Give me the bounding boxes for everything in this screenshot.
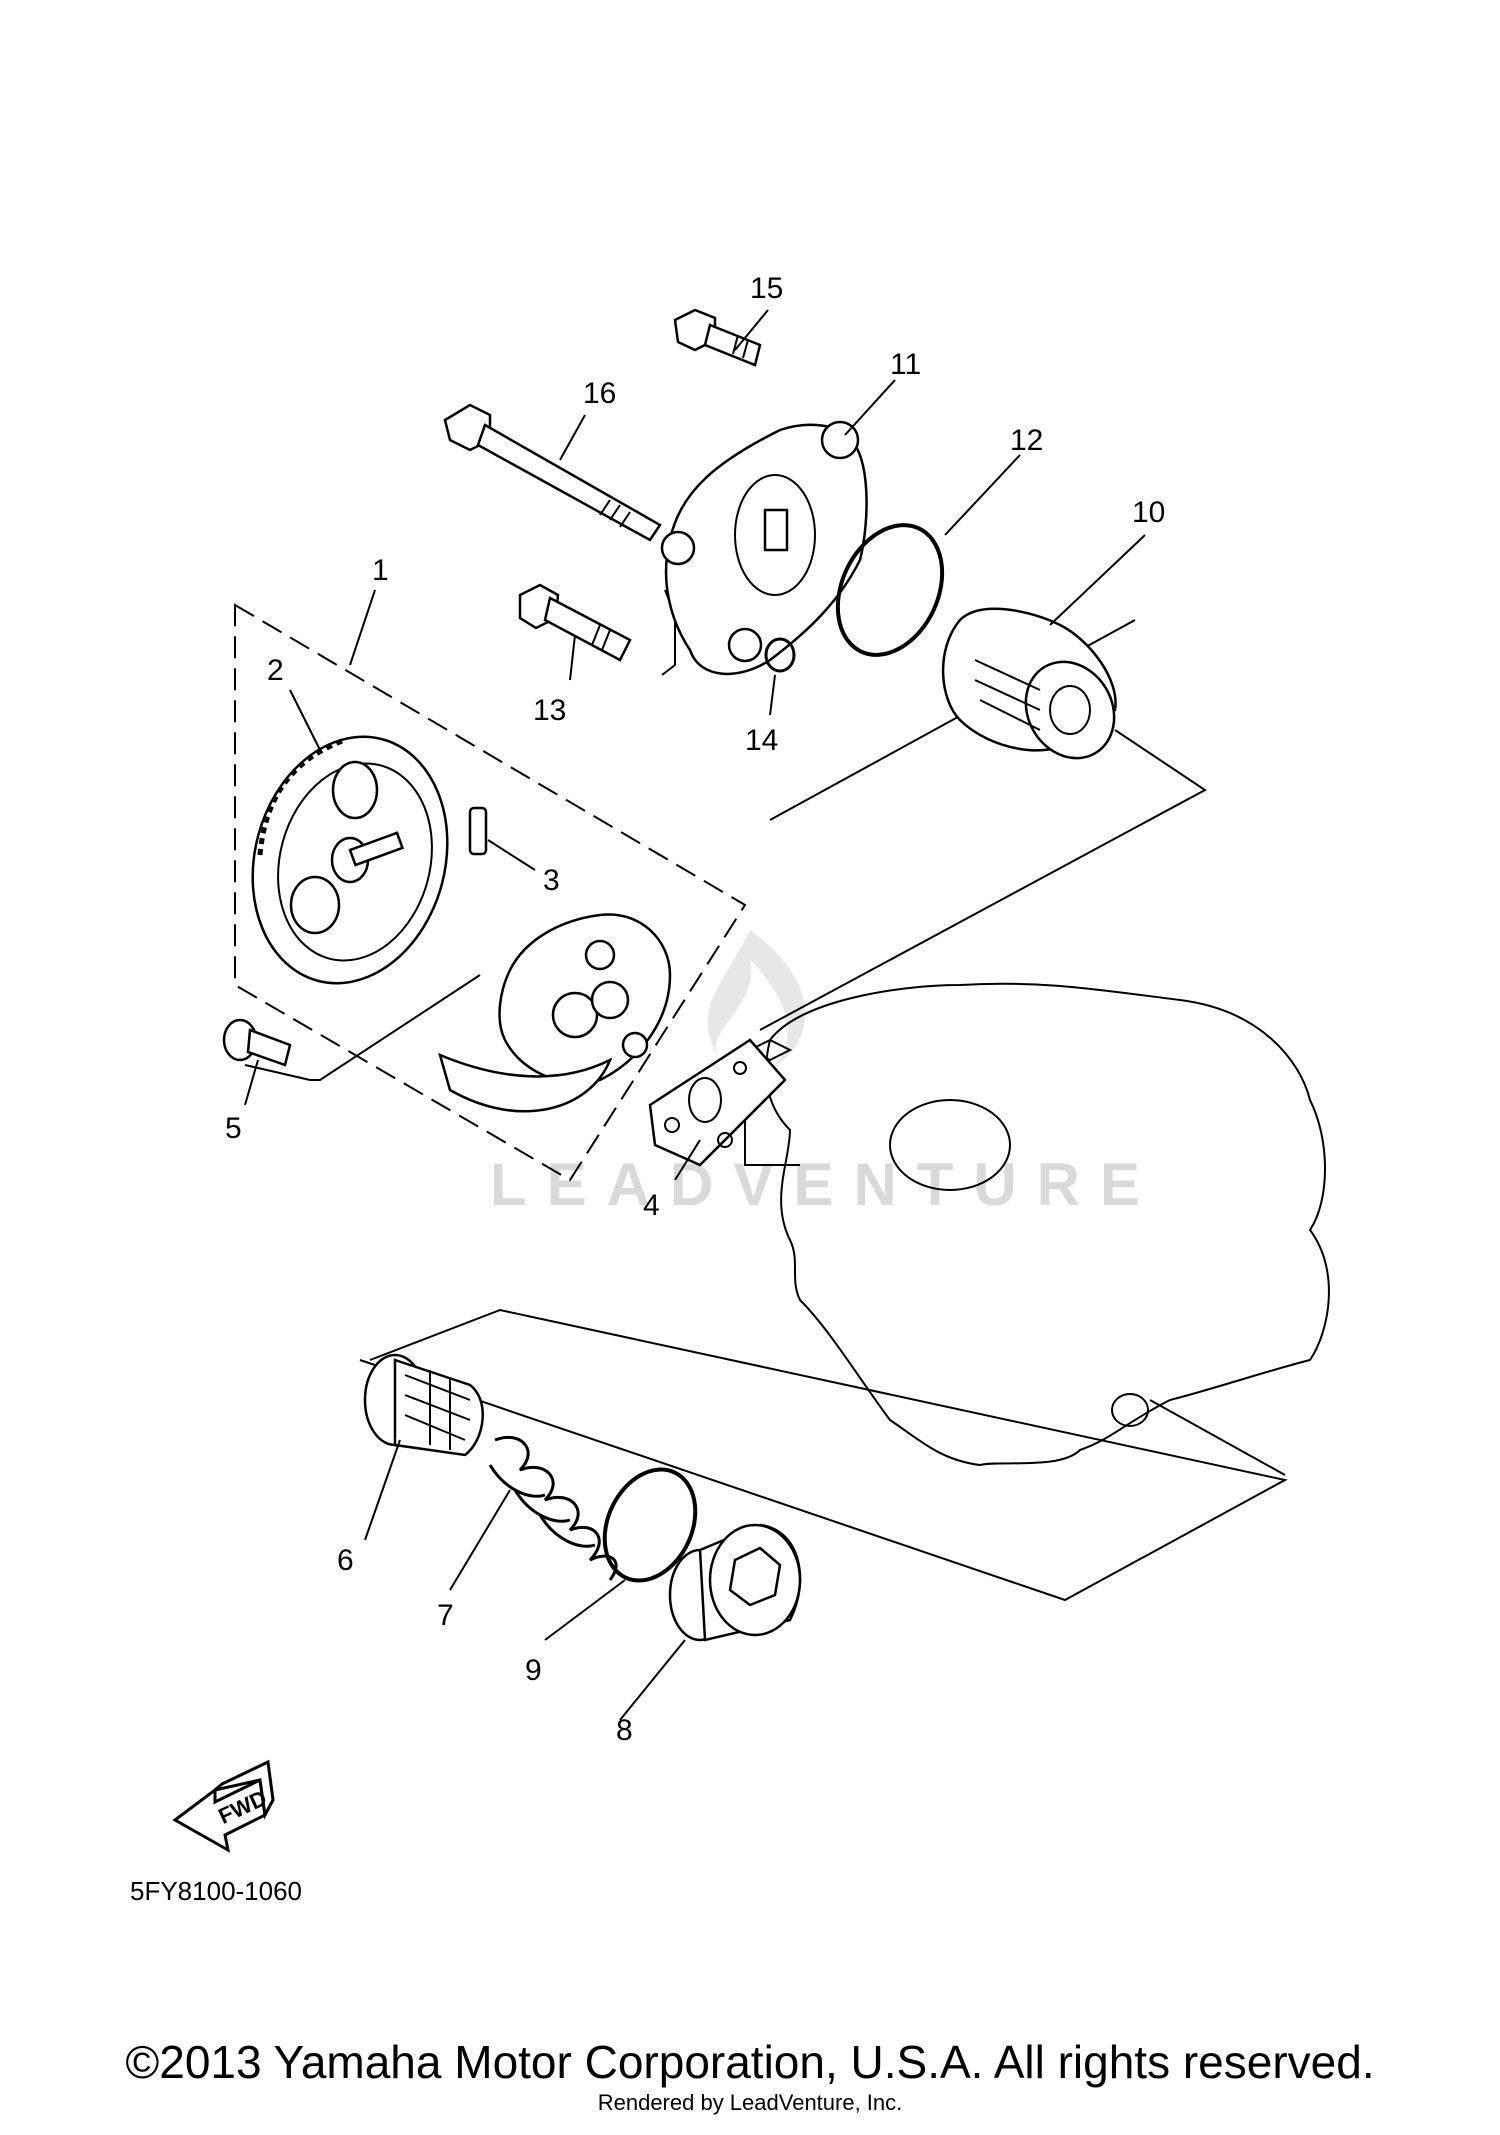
fwd-arrow-icon: FWD	[172, 1759, 275, 1853]
part-5-screw	[222, 1018, 292, 1067]
callout-9: 9	[525, 1654, 542, 1687]
part-8-drain-plug	[668, 1523, 802, 1642]
part-13-bolt	[518, 583, 632, 662]
part-3-pin	[468, 806, 488, 856]
callout-4: 4	[643, 1189, 660, 1222]
callout-12: 12	[1010, 424, 1043, 457]
part-9-o-ring	[602, 1467, 698, 1583]
callout-3: 3	[543, 864, 560, 897]
callout-6: 6	[337, 1544, 354, 1577]
assembly-1-boundary	[234, 603, 747, 1182]
part-4-gasket	[648, 1038, 787, 1167]
callout-2: 2	[267, 654, 284, 687]
part-7-spring	[488, 1435, 618, 1581]
part-2-gear	[251, 735, 449, 985]
part-11-pump-cover	[660, 420, 868, 676]
callout-5: 5	[225, 1112, 242, 1145]
callout-1: 1	[372, 554, 389, 587]
crankcase-bore	[889, 1099, 1011, 1191]
callout-16: 16	[583, 377, 616, 410]
part-6-strainer	[363, 1353, 484, 1457]
part-14-small-o-ring	[764, 637, 796, 673]
callout-14: 14	[745, 724, 778, 757]
part-12-o-ring	[835, 523, 945, 657]
callout-11: 11	[890, 348, 921, 381]
callout-15: 15	[750, 272, 783, 305]
watermark-logo	[707, 930, 806, 1070]
part-10-oil-filter	[941, 607, 1117, 760]
part-15-short-bolt	[673, 308, 762, 367]
oil-pump-body	[438, 913, 672, 1113]
copyright-notice: ©2013 Yamaha Motor Corporation, U.S.A. A…	[125, 2036, 1375, 2088]
part-16-long-bolt	[443, 403, 662, 542]
crankcase-outline	[765, 982, 1330, 1467]
callout-13: 13	[533, 694, 566, 727]
callout-10: 10	[1132, 496, 1165, 529]
callout-7: 7	[437, 1599, 454, 1632]
callout-8: 8	[616, 1714, 633, 1747]
diagram-code: 5FY8100-1060	[130, 1876, 302, 1906]
callout-leaders	[244, 309, 1146, 1721]
watermark-text: LEADVENTURE	[490, 1151, 1160, 1218]
rendered-by-note: Rendered by LeadVenture, Inc.	[597, 2090, 903, 2115]
drain-hole	[1111, 1393, 1149, 1427]
